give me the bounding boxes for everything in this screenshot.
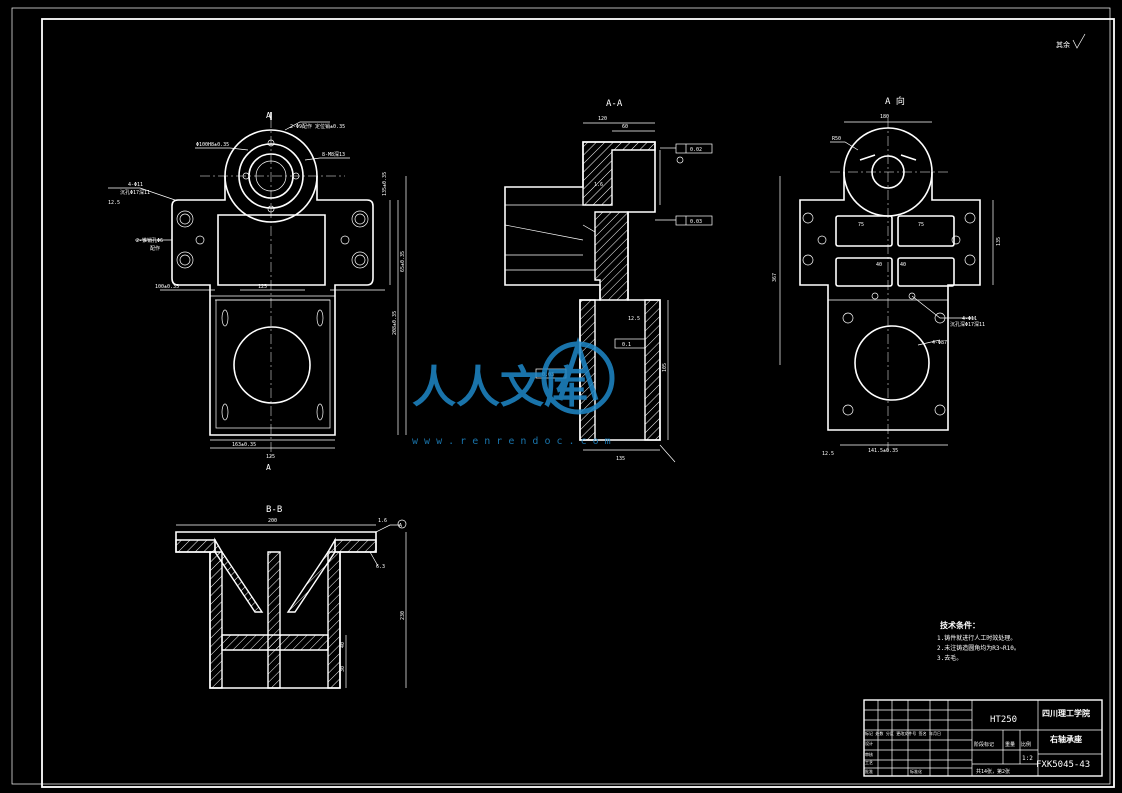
dim-text: 40	[340, 642, 346, 648]
tech-req-item: 2.未注铸造圆角均为R3~R10。	[937, 644, 1020, 652]
tb-row-label: 标准化	[910, 768, 922, 774]
material-text: HT250	[990, 715, 1017, 725]
view-a-title: A 向	[885, 95, 905, 107]
dim-text: 135±0.35	[382, 172, 388, 196]
section-aa-title: A-A	[606, 99, 623, 109]
section-bb-title: B-B	[266, 505, 282, 515]
dim-text: 135	[996, 237, 1002, 246]
dim-text: 40	[876, 262, 882, 268]
dim-text: 180	[880, 114, 889, 120]
roughness-note: 其余	[1056, 40, 1070, 49]
dim-text: 60	[622, 124, 628, 130]
tb-row-label: 标记 处数 分区 更改文件号 签名 年月日	[865, 730, 941, 736]
stage-label: 阶段标记	[974, 741, 994, 748]
dim-text: 沉孔深Φ17深11	[950, 321, 985, 328]
tb-row-label: 设计	[865, 740, 873, 746]
dim-text: 30	[340, 666, 346, 672]
dim-text: 141.5±0.35	[868, 448, 898, 454]
watermark-text: 人人文库	[412, 362, 588, 413]
view-a: A 向 180 R50 75 75	[772, 95, 1002, 457]
inner-border	[41, 18, 1115, 788]
dim-text: 125	[258, 284, 267, 290]
watermark-url: w w w . r e n r e n d o c . c o m	[412, 436, 611, 447]
scale-value: 1:2	[1022, 755, 1033, 762]
technical-requirements: 技术条件： 1.铸件就进行人工时效处理。 2.未注铸造圆角均为R3~R10。 3…	[937, 620, 1020, 662]
tb-row-label: 审核	[865, 751, 873, 757]
dim-text: 2-Φ9配作 定位销±0.35	[290, 123, 345, 130]
dim-text: 12.5	[108, 200, 120, 206]
dim-text: 12.5	[628, 316, 640, 322]
dim-text: 4-Φ11	[128, 182, 143, 188]
part-name: 右轴承座	[1049, 734, 1082, 744]
dim-text: 65±0.35	[400, 251, 406, 272]
dim-text: 75	[918, 222, 924, 228]
dim-text: 0.1	[622, 342, 631, 348]
dim-text: 配作	[150, 245, 160, 252]
dim-text: 沉孔Φ17深11	[120, 189, 150, 196]
tech-req-item: 1.铸件就进行人工时效处理。	[937, 634, 1016, 642]
dim-text: 4-Φ11	[962, 316, 977, 322]
tech-req-item: 3.去毛。	[937, 654, 962, 662]
dim-text: 120	[598, 116, 607, 122]
dim-text: Φ100H8±0.35	[196, 142, 229, 148]
tb-row-label: 批准	[865, 768, 873, 774]
dim-text: 125	[266, 454, 275, 460]
weight-label: 重量	[1005, 741, 1015, 748]
dim-text: 75	[858, 222, 864, 228]
dim-text: 163±0.35	[232, 442, 256, 448]
cut-mark-bottom: A	[266, 463, 271, 472]
dim-text: 1.6	[378, 518, 387, 524]
dim-text: 208±0.35	[392, 311, 398, 335]
tb-row-label: 工艺	[865, 760, 873, 765]
dim-text: R50	[832, 136, 841, 142]
dim-text: 105	[662, 363, 668, 372]
dim-text: 40	[900, 262, 906, 268]
dim-text: 135	[616, 456, 625, 462]
drawing-number: FXK5045-43	[1036, 760, 1090, 770]
dim-text: 12.5	[822, 451, 834, 457]
front-view: A A 2-Φ9配作 定位销±0.35 Φ100H8±0.35 8-M8深13 …	[108, 111, 407, 472]
dim-text: 4-Φ87	[932, 340, 947, 346]
dim-text: 0.02	[690, 147, 702, 153]
dim-text: 367	[772, 273, 778, 282]
dim-text: 2-锥销孔Φ6	[136, 237, 163, 244]
outer-border	[11, 7, 1111, 785]
school-name: 四川理工学院	[1042, 708, 1090, 718]
scale-label: 比例	[1021, 741, 1031, 748]
dim-text: 6.3	[376, 564, 385, 570]
dim-text: 200	[268, 518, 277, 524]
dim-text: A	[399, 523, 402, 529]
section-bb-view: B-B 200 1.6 A 6.3 230 40 30	[175, 505, 407, 689]
cut-mark-top: A	[266, 111, 271, 120]
roughness-symbol: 其余	[1056, 33, 1086, 49]
title-block: HT250 四川理工学院 右轴承座 阶段标记 重量 比例 1:2 共14张，第2…	[863, 699, 1103, 777]
dim-text: 0.03	[542, 372, 554, 378]
tech-req-title: 技术条件：	[940, 620, 980, 630]
dim-text: 0.03	[690, 219, 702, 225]
dim-text: 8-M8深13	[322, 151, 345, 158]
sheets-text: 共14张，第2张	[976, 768, 1010, 775]
dim-text: 100±0.35	[155, 284, 179, 290]
watermark: 人人文库 w w w . r e n r e n d o c . c o m	[412, 336, 615, 447]
dim-text: 1.6	[594, 182, 603, 188]
dim-text: 230	[400, 611, 406, 620]
